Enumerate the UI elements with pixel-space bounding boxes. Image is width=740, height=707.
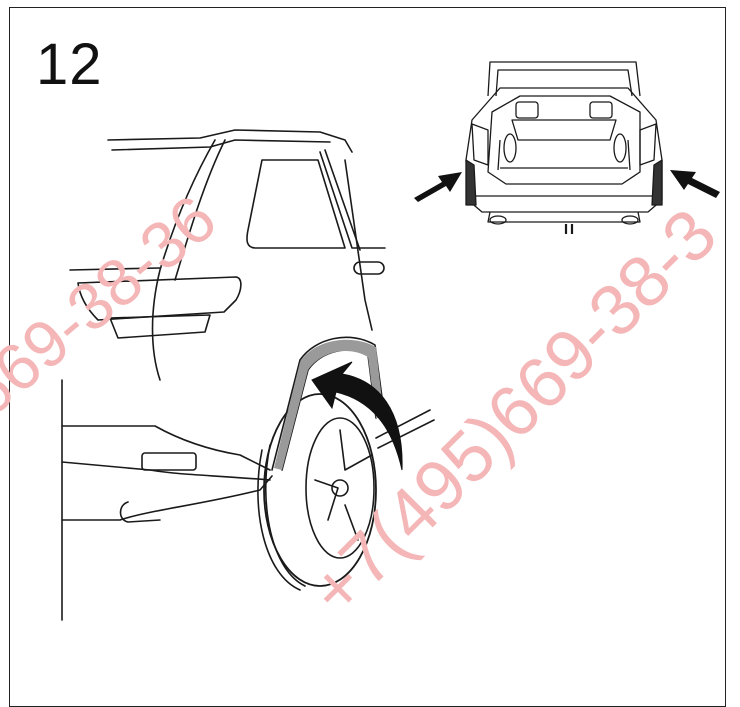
instruction-page: 669-38-36 +7(495)669-38-3 12 xyxy=(0,7,733,707)
inset-left-arrow-icon xyxy=(414,172,462,202)
curved-arrow-icon xyxy=(311,361,403,471)
vehicle-rear-view-icon xyxy=(465,61,663,234)
watermark-text-2: +7(495)669-38-3 xyxy=(295,194,732,631)
vehicle-rear-quarter-icon xyxy=(61,129,435,621)
step-number: 12 xyxy=(36,32,103,97)
watermark-text-1: 669-38-36 xyxy=(0,181,230,431)
instruction-illustration: 669-38-36 +7(495)669-38-3 xyxy=(0,61,732,631)
inset-right-arrow-icon xyxy=(670,170,720,198)
